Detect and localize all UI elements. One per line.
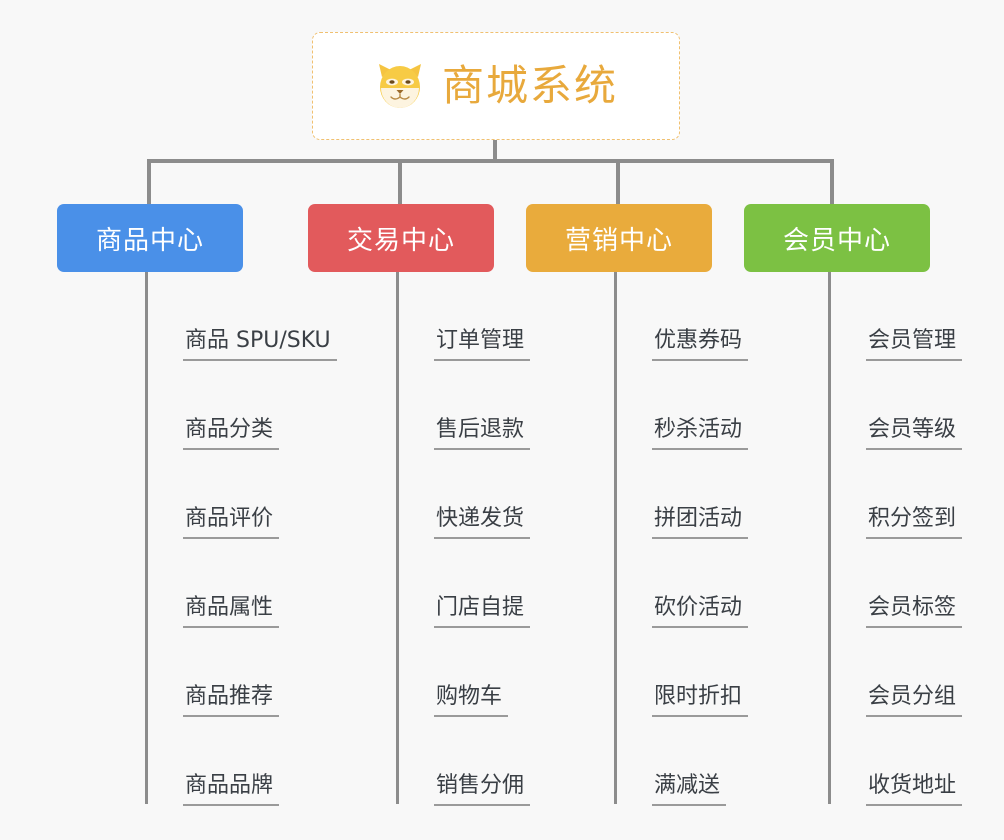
leaf-item[interactable]: 满减送	[614, 717, 834, 806]
leaf-item[interactable]: 会员管理	[828, 272, 1004, 361]
leaf-item[interactable]: 商品 SPU/SKU	[145, 272, 365, 361]
leaf-item-label: 商品品牌	[183, 773, 280, 806]
leaf-item-label: 购物车	[434, 684, 509, 717]
leaf-item-label: 商品 SPU/SKU	[183, 328, 337, 361]
leaf-item[interactable]: 会员分组	[828, 628, 1004, 717]
category-box-trade-center[interactable]: 交易中心	[308, 204, 494, 272]
category-box-product-center[interactable]: 商品中心	[57, 204, 243, 272]
leaf-item[interactable]: 售后退款	[396, 361, 616, 450]
leaf-item[interactable]: 收货地址	[828, 717, 1004, 806]
leaf-item[interactable]: 商品分类	[145, 361, 365, 450]
leaf-item-label: 商品评价	[183, 506, 280, 539]
leaf-column-member-center: 会员管理会员等级积分签到会员标签会员分组收货地址	[828, 272, 1004, 806]
connector-root-stem	[493, 140, 497, 162]
leaf-item[interactable]: 会员标签	[828, 539, 1004, 628]
leaf-item-label: 砍价活动	[652, 595, 749, 628]
root-node-shop-system[interactable]: 商城系统	[312, 32, 680, 140]
leaf-item-label: 收货地址	[866, 773, 963, 806]
category-box-member-center[interactable]: 会员中心	[744, 204, 930, 272]
root-node-title: 商城系统	[441, 61, 618, 110]
leaf-item[interactable]: 购物车	[396, 628, 616, 717]
leaf-item[interactable]: 拼团活动	[614, 450, 834, 539]
leaf-item-label: 销售分佣	[434, 773, 531, 806]
category-label-member-center: 会员中心	[782, 225, 891, 256]
connector-drop-trade-center	[398, 159, 402, 204]
leaf-item-label: 会员管理	[866, 328, 963, 361]
leaf-item-label: 会员分组	[866, 684, 963, 717]
connector-spine-product-center	[145, 272, 148, 804]
connector-horizontal-bar	[149, 159, 833, 163]
leaf-column-marketing-center: 优惠券码秒杀活动拼团活动砍价活动限时折扣满减送	[614, 272, 834, 806]
connector-spine-member-center	[828, 272, 831, 804]
leaf-column-product-center: 商品 SPU/SKU 商品分类商品评价商品属性商品推荐商品品牌	[145, 272, 365, 806]
leaf-item[interactable]: 商品推荐	[145, 628, 365, 717]
leaf-item-label: 快递发货	[434, 506, 531, 539]
leaf-item[interactable]: 砍价活动	[614, 539, 834, 628]
connector-spine-trade-center	[396, 272, 399, 804]
leaf-item-label: 门店自提	[434, 595, 531, 628]
leaf-column-trade-center: 订单管理售后退款快递发货门店自提购物车销售分佣	[396, 272, 616, 806]
connector-spine-marketing-center	[614, 272, 617, 804]
category-label-trade-center: 交易中心	[346, 225, 455, 256]
leaf-item[interactable]: 秒杀活动	[614, 361, 834, 450]
leaf-item[interactable]: 会员等级	[828, 361, 1004, 450]
leaf-item[interactable]: 限时折扣	[614, 628, 834, 717]
leaf-item-label: 订单管理	[434, 328, 531, 361]
leaf-item-label: 会员标签	[866, 595, 963, 628]
leaf-item-label: 秒杀活动	[652, 417, 749, 450]
leaf-item-label: 满减送	[652, 773, 727, 806]
leaf-item[interactable]: 优惠券码	[614, 272, 834, 361]
leaf-item[interactable]: 门店自提	[396, 539, 616, 628]
leaf-item-label: 商品属性	[183, 595, 280, 628]
leaf-item-label: 积分签到	[866, 506, 963, 539]
leaf-item[interactable]: 商品属性	[145, 539, 365, 628]
root-node-content: 商城系统	[374, 61, 618, 111]
leaf-item-label: 会员等级	[866, 417, 963, 450]
leaf-item-label: 商品推荐	[183, 684, 280, 717]
connector-drop-member-center	[830, 159, 834, 204]
leaf-item-label: 商品分类	[183, 417, 280, 450]
shiba-dog-icon	[374, 61, 426, 111]
category-label-marketing-center: 营销中心	[564, 225, 673, 256]
leaf-item[interactable]: 订单管理	[396, 272, 616, 361]
leaf-item-label: 售后退款	[434, 417, 531, 450]
leaf-item-label: 优惠券码	[652, 328, 749, 361]
connector-drop-marketing-center	[616, 159, 620, 204]
leaf-item[interactable]: 商品品牌	[145, 717, 365, 806]
leaf-item[interactable]: 积分签到	[828, 450, 1004, 539]
leaf-item[interactable]: 快递发货	[396, 450, 616, 539]
leaf-item[interactable]: 商品评价	[145, 450, 365, 539]
leaf-item[interactable]: 销售分佣	[396, 717, 616, 806]
category-label-product-center: 商品中心	[95, 225, 204, 256]
leaf-item-label: 拼团活动	[652, 506, 749, 539]
leaf-item-label: 限时折扣	[652, 684, 749, 717]
connector-drop-product-center	[147, 159, 151, 204]
category-box-marketing-center[interactable]: 营销中心	[526, 204, 712, 272]
